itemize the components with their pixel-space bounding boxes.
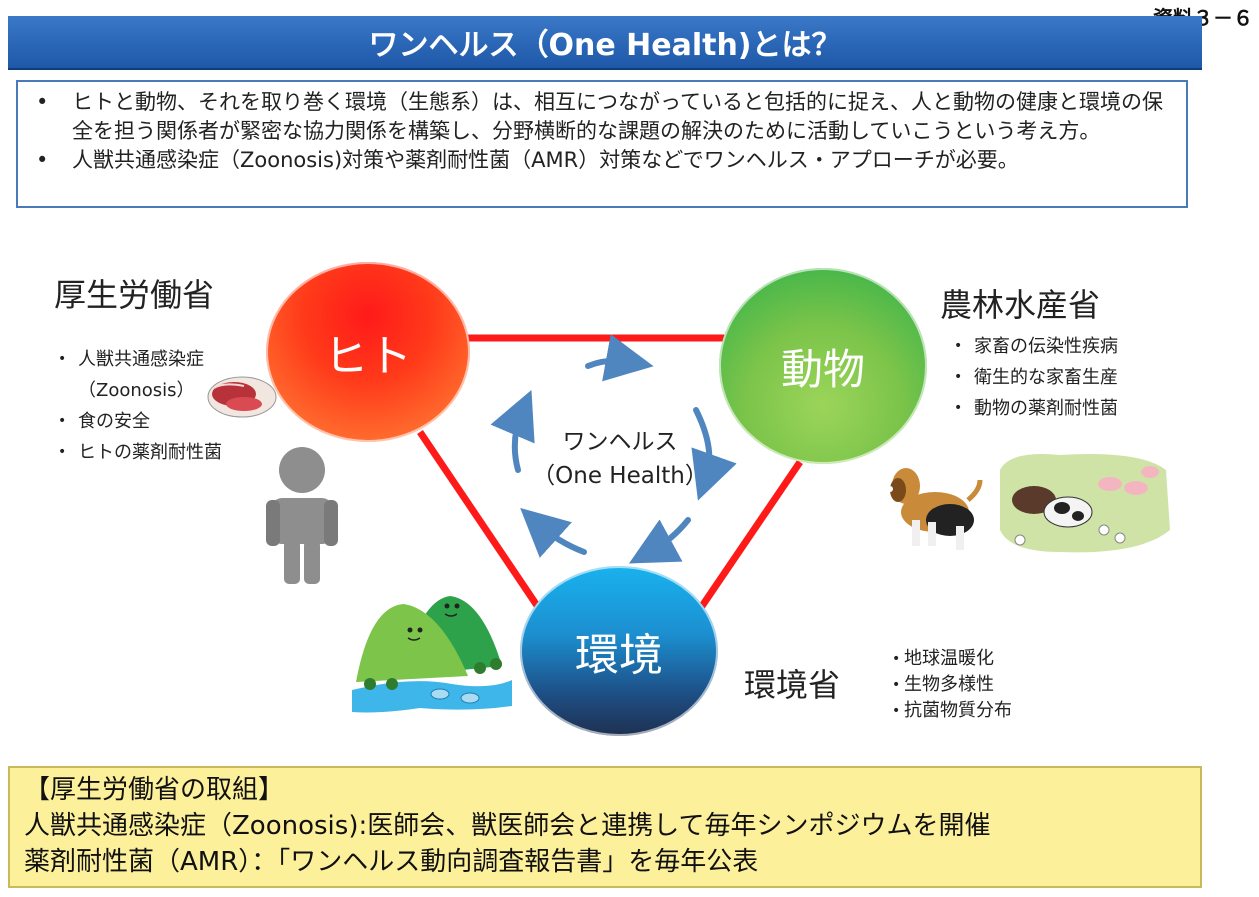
arrow-icon — [490, 389, 535, 473]
person-icon — [266, 447, 338, 584]
center-label: ワンヘルス （One Health） — [520, 425, 720, 493]
maff-item: 家畜の伝染性疾病 — [950, 331, 1118, 362]
moe-item: 地球温暖化 — [892, 646, 1012, 672]
arrow-icon — [520, 507, 587, 558]
hills-river-icon — [352, 596, 512, 713]
initiatives-heading: 【厚生労働省の取組】 — [24, 775, 285, 805]
mhlw-item: ヒトの薬剤耐性菌 — [54, 437, 254, 468]
edge-animal-env — [695, 460, 803, 614]
edge-human-env — [417, 430, 543, 612]
moe-items: 地球温暖化 生物多様性 抗菌物質分布 — [892, 646, 1012, 724]
mhlw-item: 食の安全 — [54, 406, 254, 437]
node-human: ヒト — [266, 262, 470, 442]
center-label-line1: ワンヘルス — [562, 429, 678, 455]
arrow-icon — [628, 517, 691, 564]
initiatives-line: 薬剤耐性菌（AMR）：「ワンヘルス動向調査報告書」を毎年公表 — [24, 847, 759, 877]
ministry-moe: 環境省 — [744, 666, 841, 704]
maff-item: 衛生的な家畜生産 — [950, 362, 1118, 393]
node-animal: 動物 — [719, 268, 927, 464]
arrow-icon — [585, 334, 654, 382]
initiatives-line: 人獣共通感染症（Zoonosis):医師会、獣医師会と連携して毎年シンポジウムを… — [24, 811, 991, 841]
cycle-arrows — [490, 334, 737, 564]
ministry-mhlw: 厚生労働省 — [54, 276, 215, 314]
center-label-line2: （One Health） — [532, 463, 708, 489]
livestock-icon — [1000, 454, 1170, 553]
intro-box: ヒトと動物、それを取り巻く環境（生態系）は、相互につながっていると包括的に捉え、… — [16, 80, 1188, 208]
mhlw-initiatives-box: 【厚生労働省の取組】 人獣共通感染症（Zoonosis):医師会、獣医師会と連携… — [8, 766, 1202, 888]
moe-item: 抗菌物質分布 — [892, 698, 1012, 724]
arrow-icon — [691, 407, 737, 501]
mhlw-item: 人獣共通感染症（Zoonosis） — [54, 344, 254, 406]
mhlw-items: 人獣共通感染症（Zoonosis） 食の安全 ヒトの薬剤耐性菌 — [54, 344, 254, 468]
maff-items: 家畜の伝染性疾病 衛生的な家畜生産 動物の薬剤耐性菌 — [950, 331, 1118, 424]
node-environment: 環境 — [520, 566, 718, 736]
dog-icon — [887, 468, 983, 550]
intro-bullet: ヒトと動物、それを取り巻く環境（生態系）は、相互につながっていると包括的に捉え、… — [36, 88, 1176, 146]
intro-bullet: 人獣共通感染症（Zoonosis)対策や薬剤耐性菌（AMR）対策などでワンヘルス… — [36, 146, 1176, 175]
page-title: ワンヘルス（One Health)とは？ — [8, 16, 1202, 70]
moe-item: 生物多様性 — [892, 672, 1012, 698]
maff-item: 動物の薬剤耐性菌 — [950, 393, 1118, 424]
ministry-maff: 農林水産省 — [940, 286, 1101, 324]
